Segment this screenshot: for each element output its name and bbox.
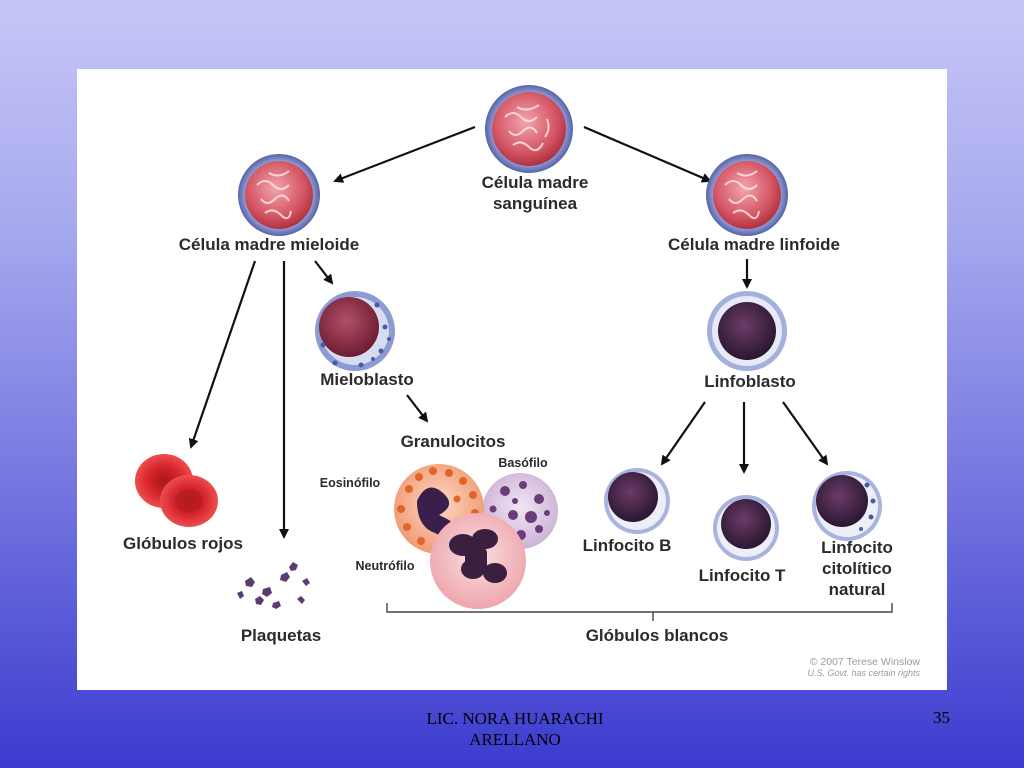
arrow-myeloid-to-myeloblast [314,260,334,285]
lymphoid-label: Célula madre linfoide [668,235,840,254]
arrow-lymphoblast-to-nk [782,401,829,466]
granulocytes-label: Granulocitos [401,432,506,451]
arrow-stem-to-lymphoid [583,125,712,183]
stem-cell [485,85,573,173]
footer-author: LIC. NORA HUARACHI ARELLANO [426,709,604,749]
credit-line1: © 2007 Terese Winslow [810,656,921,668]
arrow-stem-to-myeloid [333,125,476,183]
platelets-cluster [237,562,310,609]
hematopoiesis-diagram: Célula madre sanguínea Célula madre miel… [123,85,921,678]
platelets-label: Plaquetas [241,626,321,645]
neutrophil-cell [430,513,526,609]
neutrophil-label: Neutrófilo [355,559,414,573]
stem-cell-label-line1: Célula madre [482,173,589,192]
stem-cell-label-line2: sanguínea [493,194,578,213]
arrow-myeloid-to-rbc [188,260,257,449]
t-cell-label: Linfocito T [699,566,786,585]
lymphoid-stem-cell [706,154,788,236]
myeloid-stem-cell [238,154,320,236]
red-blood-cells [135,454,218,527]
nk-cell-label-line2: citolítico [822,559,892,578]
basophil-label: Basófilo [498,456,548,470]
lymphoblast-cell [707,291,787,371]
nk-cell-label-line1: Linfocito [821,538,893,557]
eosinophil-label: Eosinófilo [320,476,381,490]
myeloid-label: Célula madre mieloide [179,235,359,254]
t-lymphocyte-cell [713,495,779,561]
myeloblast-label: Mieloblasto [320,370,414,389]
arrows [188,125,829,539]
myeloblast-cell [315,291,395,371]
b-cell-label: Linfocito B [583,536,672,555]
red-cells-label: Glóbulos rojos [123,534,243,553]
white-cells-label: Glóbulos blancos [586,626,729,645]
b-lymphocyte-cell [604,468,670,534]
diagram-panel: Célula madre sanguínea Célula madre miel… [77,69,947,690]
slide-page-number: 35 [933,708,950,727]
arrow-lymphoblast-to-b [660,401,706,466]
white-cells-bracket [386,603,893,621]
lymphoblast-label: Linfoblasto [704,372,796,391]
nk-cell-label-line3: natural [829,580,886,599]
nk-lymphocyte-cell [812,471,882,541]
arrow-myeloblast-to-granulocytes [406,394,429,423]
credit-line2: U.S. Govt. has certain rights [807,668,920,678]
